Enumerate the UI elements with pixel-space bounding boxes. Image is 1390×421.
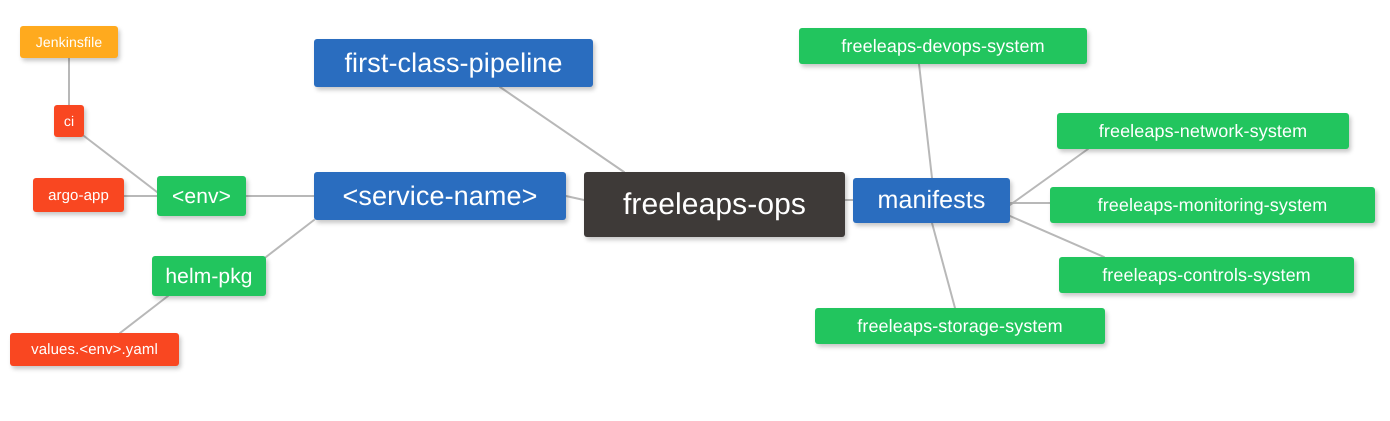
node-monitoring[interactable]: freeleaps-monitoring-system [1050,187,1375,223]
node-helm-pkg[interactable]: helm-pkg [152,256,266,296]
node-label-argo-app: argo-app [48,186,109,204]
node-devops[interactable]: freeleaps-devops-system [799,28,1087,64]
node-pipeline[interactable]: first-class-pipeline [314,39,593,87]
node-label-values-yaml: values.<env>.yaml [31,341,158,358]
node-env[interactable]: <env> [157,176,246,216]
node-label-controls: freeleaps-controls-system [1102,265,1311,285]
node-label-helm-pkg: helm-pkg [165,264,253,288]
node-manifests[interactable]: manifests [853,178,1010,223]
node-label-ci: ci [63,113,75,129]
node-label-monitoring: freeleaps-monitoring-system [1097,195,1328,215]
edge-manifests-to-storage [931,222,956,309]
node-jenkinsfile[interactable]: Jenkinsfile [20,26,118,58]
node-root[interactable]: freeleaps-ops [584,172,845,237]
node-label-root: freeleaps-ops [622,187,807,221]
node-values-yaml[interactable]: values.<env>.yaml [10,333,179,366]
node-ci[interactable]: ci [54,105,84,137]
node-label-manifests: manifests [877,186,986,214]
node-label-storage: freeleaps-storage-system [857,316,1063,336]
node-service-name[interactable]: <service-name> [314,172,566,220]
node-label-network: freeleaps-network-system [1098,121,1308,141]
node-storage[interactable]: freeleaps-storage-system [815,308,1105,344]
node-label-service-name: <service-name> [342,180,538,211]
edge-manifests-to-devops [918,63,933,179]
node-label-devops: freeleaps-devops-system [841,36,1045,56]
node-label-jenkinsfile: Jenkinsfile [35,34,103,50]
edge-service-name-to-root [565,195,585,201]
edge-pipeline-to-root [499,86,625,173]
edge-helm-pkg-to-values-yaml [119,295,169,334]
node-network[interactable]: freeleaps-network-system [1057,113,1349,149]
node-label-env: <env> [172,184,231,208]
node-argo-app[interactable]: argo-app [33,178,124,212]
edge-service-name-to-helm-pkg [265,219,315,258]
node-controls[interactable]: freeleaps-controls-system [1059,257,1354,293]
node-label-pipeline: first-class-pipeline [344,47,563,78]
